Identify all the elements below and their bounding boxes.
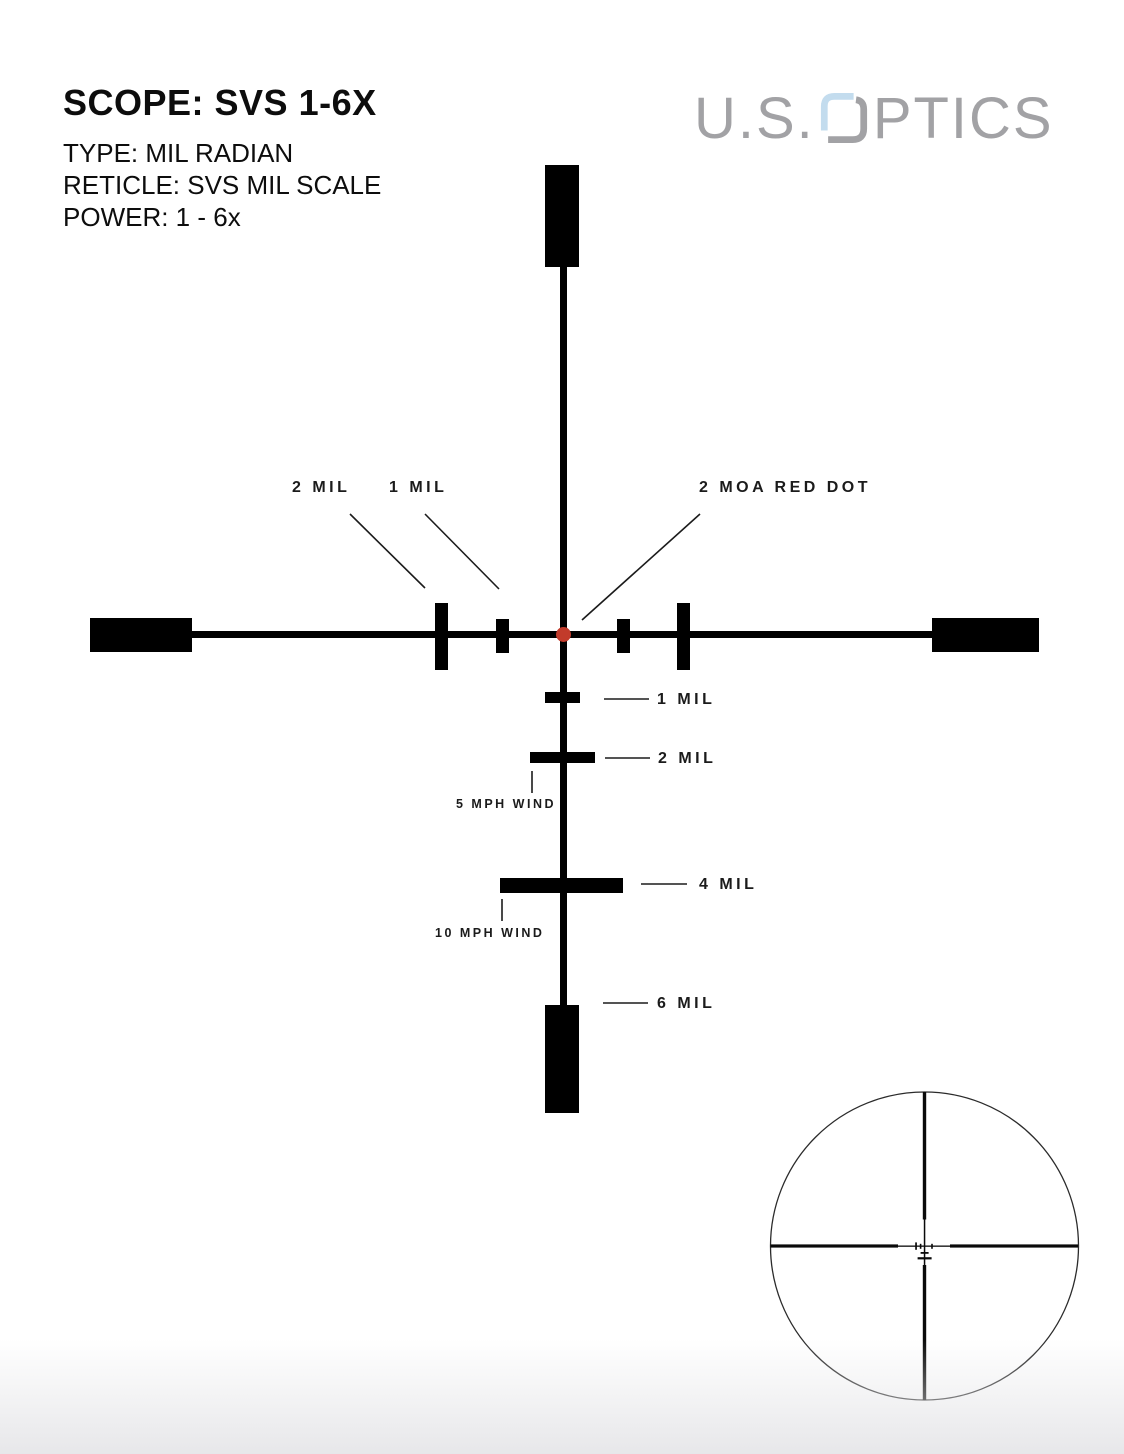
label-drop-2mil: 2 MIL [658,750,717,767]
scope-title: SCOPE: SVS 1-6X [63,82,377,123]
drop-4mil-bar [500,878,623,893]
logo-o-icon [820,93,868,153]
label-drop-1mil: 1 MIL [657,691,716,708]
logo-rest: PTICS [872,86,1054,151]
logo-prefix: U.S. [694,86,815,151]
label-drop-6mil: 6 MIL [657,995,716,1012]
right-2mil-hash [677,603,690,670]
mini-thin-vertical [923,1219,926,1265]
leader-upper-2mil [349,513,426,589]
left-post [90,618,192,652]
mini-reticle [770,1092,1078,1400]
mini-left-2mil-tick [915,1242,917,1250]
red-dot [556,627,571,642]
label-wind-10mph: 10 MPH WIND [435,926,545,940]
mini-right-bar [950,1244,1078,1248]
mini-drop-1mil-tick [920,1252,929,1254]
leader-red-dot [581,513,701,621]
us-optics-logo: U.S. PTICS [694,90,1054,153]
label-upper-2mil: 2 MIL [292,479,351,496]
drop-1mil-bar [545,692,580,703]
drop-2mil-bar [530,752,595,763]
spec-type: TYPE: MIL RADIAN [63,138,294,168]
mini-left-bar [770,1244,898,1248]
label-red-dot: 2 MOA RED DOT [699,479,872,496]
mini-top-bar [922,1092,927,1220]
label-drop-4mil: 4 MIL [699,876,758,893]
label-upper-1mil: 1 MIL [389,479,448,496]
spec-reticle: RETICLE: SVS MIL SCALE [63,170,382,200]
mini-left-1mil-tick [919,1243,922,1249]
scope-view-preview [769,1091,1080,1401]
left-2mil-hash [435,603,448,670]
right-post [932,618,1039,652]
top-post [545,165,579,267]
spec-header: SCOPE: SVS 1-6X TYPE: MIL RADIAN RETICLE… [63,82,381,233]
left-1mil-hash [496,619,509,653]
bottom-post [545,1005,579,1113]
right-1mil-hash [617,619,630,653]
mini-bottom-bar [922,1265,927,1400]
spec-power: POWER: 1 - 6x [63,202,241,232]
mini-drop-2mil-tick [917,1257,932,1260]
label-wind-5mph: 5 MPH WIND [456,797,556,811]
mini-right-1mil-tick [931,1243,933,1249]
leader-upper-1mil [424,513,500,590]
leader-lines [349,513,701,1004]
